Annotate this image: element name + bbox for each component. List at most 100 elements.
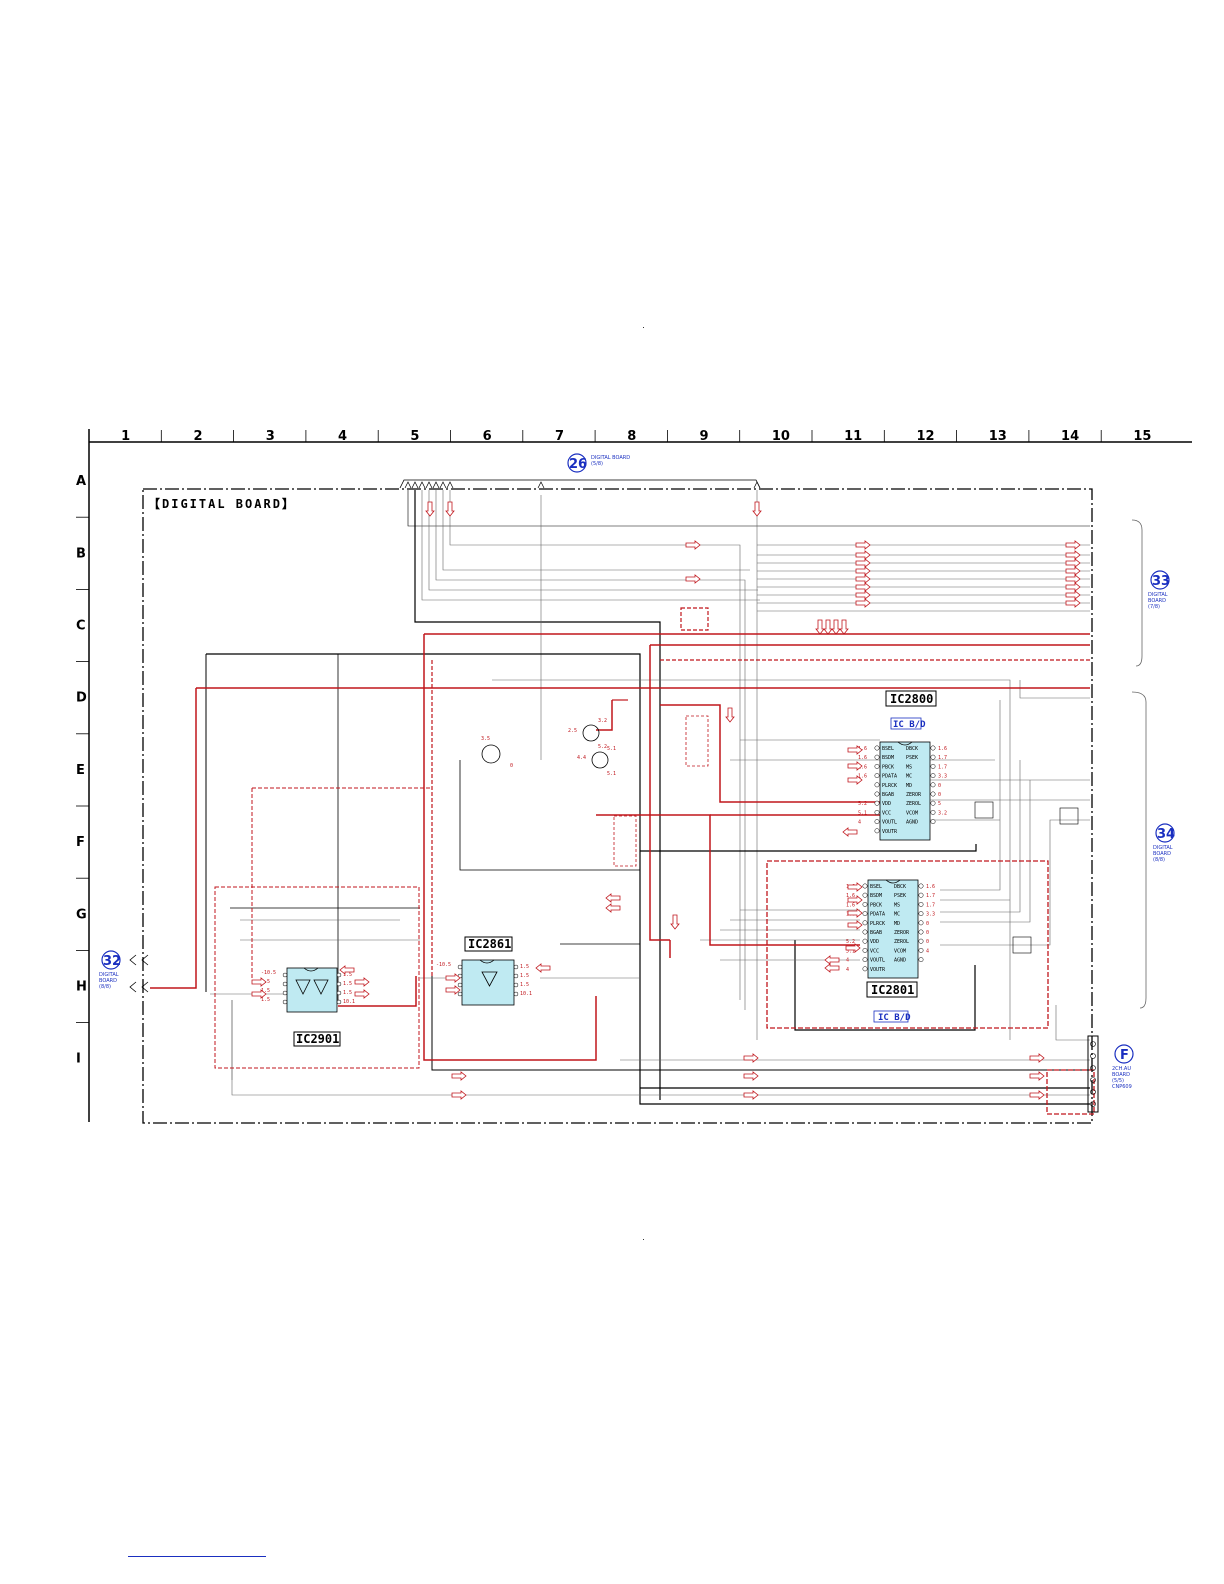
ic-pin — [874, 791, 880, 797]
signal-arrows — [251, 501, 1081, 1100]
pin-voltage: 1.5 — [261, 997, 270, 1003]
pin-label: MC — [894, 912, 900, 918]
ic-pin — [918, 938, 924, 944]
footer-link-underline[interactable] — [128, 1556, 266, 1557]
tr-volt-5: 0 — [510, 763, 513, 769]
connector-text: 2CH.AU — [1112, 1066, 1131, 1072]
ic-pin — [862, 947, 868, 953]
pin-label: MS — [906, 764, 912, 770]
pin-label: AGND — [906, 820, 918, 826]
ic-pin — [862, 938, 868, 944]
connector-text: (5/5) — [1112, 1078, 1124, 1084]
ic-pin — [862, 929, 868, 935]
pin-label: VDD — [870, 939, 879, 945]
pin-voltage: 1.6 — [858, 774, 867, 780]
pin-voltage: 1.7 — [938, 764, 947, 770]
ic-pin — [282, 981, 288, 987]
ic-pin — [336, 990, 342, 996]
connector-number: 34 — [1157, 827, 1175, 842]
ic-pin — [513, 973, 519, 979]
terminal-pin — [1090, 1077, 1096, 1083]
connector-text: (8/8) — [1153, 857, 1165, 863]
ic-pin — [457, 982, 463, 988]
connector-circle — [1114, 1044, 1134, 1064]
connector-text: CNP609 — [1112, 1084, 1132, 1090]
pin-label: PSEK — [894, 893, 906, 899]
ic-pin — [513, 991, 519, 997]
column-label: 10 — [772, 429, 790, 444]
pin-voltage: 1.6 — [858, 764, 867, 770]
pin-label: ZEROR — [906, 792, 922, 798]
pin-voltage: 3.3 — [926, 912, 935, 918]
bus-arrow — [537, 481, 545, 489]
red-wiring — [150, 633, 1090, 1061]
tr-volt-8: 5.1 — [607, 771, 616, 777]
black-wiring — [205, 490, 1090, 1105]
tr-volt-1: 3.2 — [598, 718, 607, 724]
ic-pin — [930, 809, 936, 815]
dashed-regions — [214, 607, 1095, 1115]
tr-volt-6: 4.4 — [577, 755, 586, 761]
ic-pin — [336, 981, 342, 987]
pin-voltage: 1.6 — [938, 746, 947, 752]
column-label: 12 — [916, 429, 934, 444]
ic-pin — [918, 947, 924, 953]
pin-voltage: 1.5 — [343, 981, 352, 987]
pin-label: VDD — [882, 801, 891, 807]
pin-label: VOUTL — [870, 958, 885, 964]
pin-voltage: 10.1 — [520, 991, 532, 997]
row-label: I — [76, 1052, 81, 1067]
pin-voltage: 1.7 — [938, 755, 947, 761]
connector-text: BOARD — [1153, 851, 1171, 857]
bus-arrow — [404, 481, 412, 489]
ic-pin — [862, 957, 868, 963]
column-label: 9 — [700, 429, 709, 444]
ic-pin — [918, 883, 924, 889]
pin-voltage: 1.6 — [846, 902, 855, 908]
ic-pin — [918, 901, 924, 907]
ic-pin — [874, 763, 880, 769]
pin-voltage: -10.5 — [261, 970, 276, 976]
pin-label: VOUTR — [882, 829, 898, 835]
ic-pin — [874, 754, 880, 760]
bracket-33 — [1131, 519, 1143, 667]
connector-text: (8/8) — [99, 984, 111, 990]
pin-voltage: 0 — [926, 921, 929, 927]
pin-voltage: 1.6 — [846, 893, 855, 899]
connector-text: DIGITAL BOARD — [591, 455, 630, 461]
column-label: 1 — [121, 429, 130, 444]
tr-volt-7: 5.1 — [607, 746, 616, 752]
bus-arrow — [432, 481, 440, 489]
column-label: 15 — [1133, 429, 1151, 444]
ic2800-name: IC2800 — [890, 692, 933, 706]
pin-voltage: 4 — [846, 958, 849, 964]
pin-label: BGAB — [882, 792, 894, 798]
pin-voltage: -10.5 — [436, 962, 451, 968]
pin-voltage: 4 — [846, 967, 849, 973]
bus-arrow — [753, 481, 761, 489]
connector-text: BOARD — [1148, 598, 1166, 604]
pin-label: VCC — [882, 810, 891, 816]
pin-voltage: 3.3 — [938, 774, 947, 780]
ic2901-body — [286, 967, 338, 1013]
terminal-pin — [1090, 1089, 1096, 1095]
pin-label: PDATA — [882, 774, 897, 780]
connector-circle — [567, 453, 587, 473]
ic-pin — [862, 883, 868, 889]
pin-label: VCC — [870, 948, 879, 954]
pin-voltage: 4 — [858, 820, 861, 826]
pin-voltage: 1.6 — [858, 755, 867, 761]
ic-pin — [874, 782, 880, 788]
connector-26-bus — [399, 479, 761, 489]
ic-pin — [918, 911, 924, 917]
pin-label: VCOM — [906, 810, 918, 816]
ic-pin — [282, 990, 288, 996]
column-label: 8 — [627, 429, 636, 444]
column-label: 14 — [1061, 429, 1079, 444]
